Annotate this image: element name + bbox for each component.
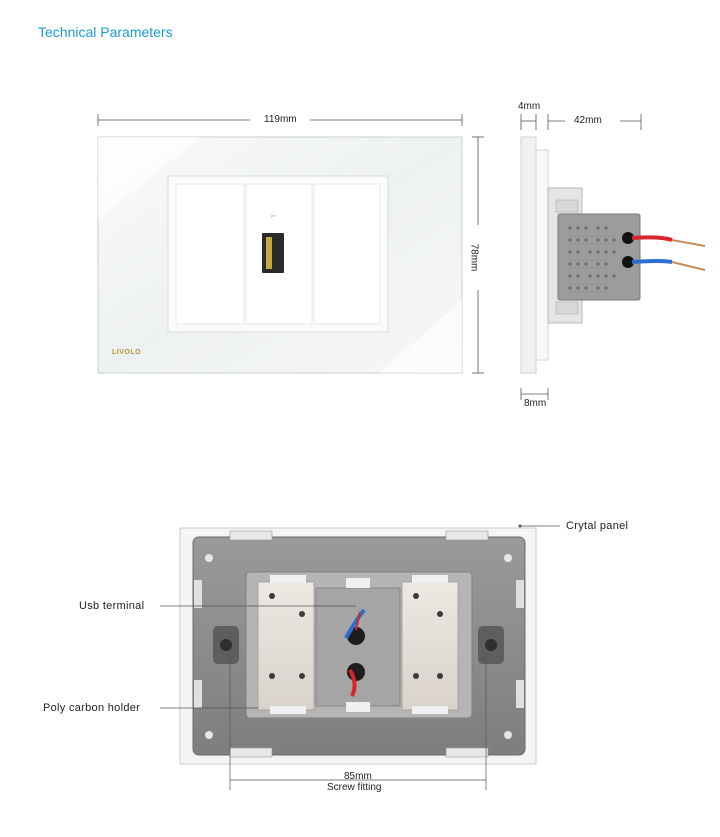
height-dimension-label: 78mm [468, 243, 480, 272]
crystal-panel-label: Crytal panel [566, 520, 629, 532]
svg-text:⇌: ⇌ [270, 213, 275, 220]
depth-dimension-label: 42mm [574, 115, 602, 126]
screw-fitting-dimension [229, 655, 487, 790]
width-dimension-label: 119mm [264, 114, 297, 125]
screw-dimension-label: 85mm [344, 771, 372, 782]
usb-terminal-label: Usb terminal [79, 600, 145, 612]
side-dimensions [520, 114, 642, 400]
screw-fitting-label: Screw fitting [327, 782, 382, 793]
brand-logo: LIVOLO [112, 349, 142, 356]
front-glass-panel: ⇌ [97, 136, 463, 374]
page-title: Technical Parameters [38, 24, 173, 40]
side-view-socket [520, 136, 706, 374]
front-height-dimension [472, 136, 484, 374]
callout-lines [160, 524, 560, 709]
holder-label: Poly carbon holder [43, 702, 141, 714]
front-width-dimension [97, 114, 463, 126]
panel-thickness-label: 4mm [518, 101, 541, 112]
base-dimension-label: 8mm [524, 398, 547, 409]
back-view-socket [179, 527, 537, 765]
